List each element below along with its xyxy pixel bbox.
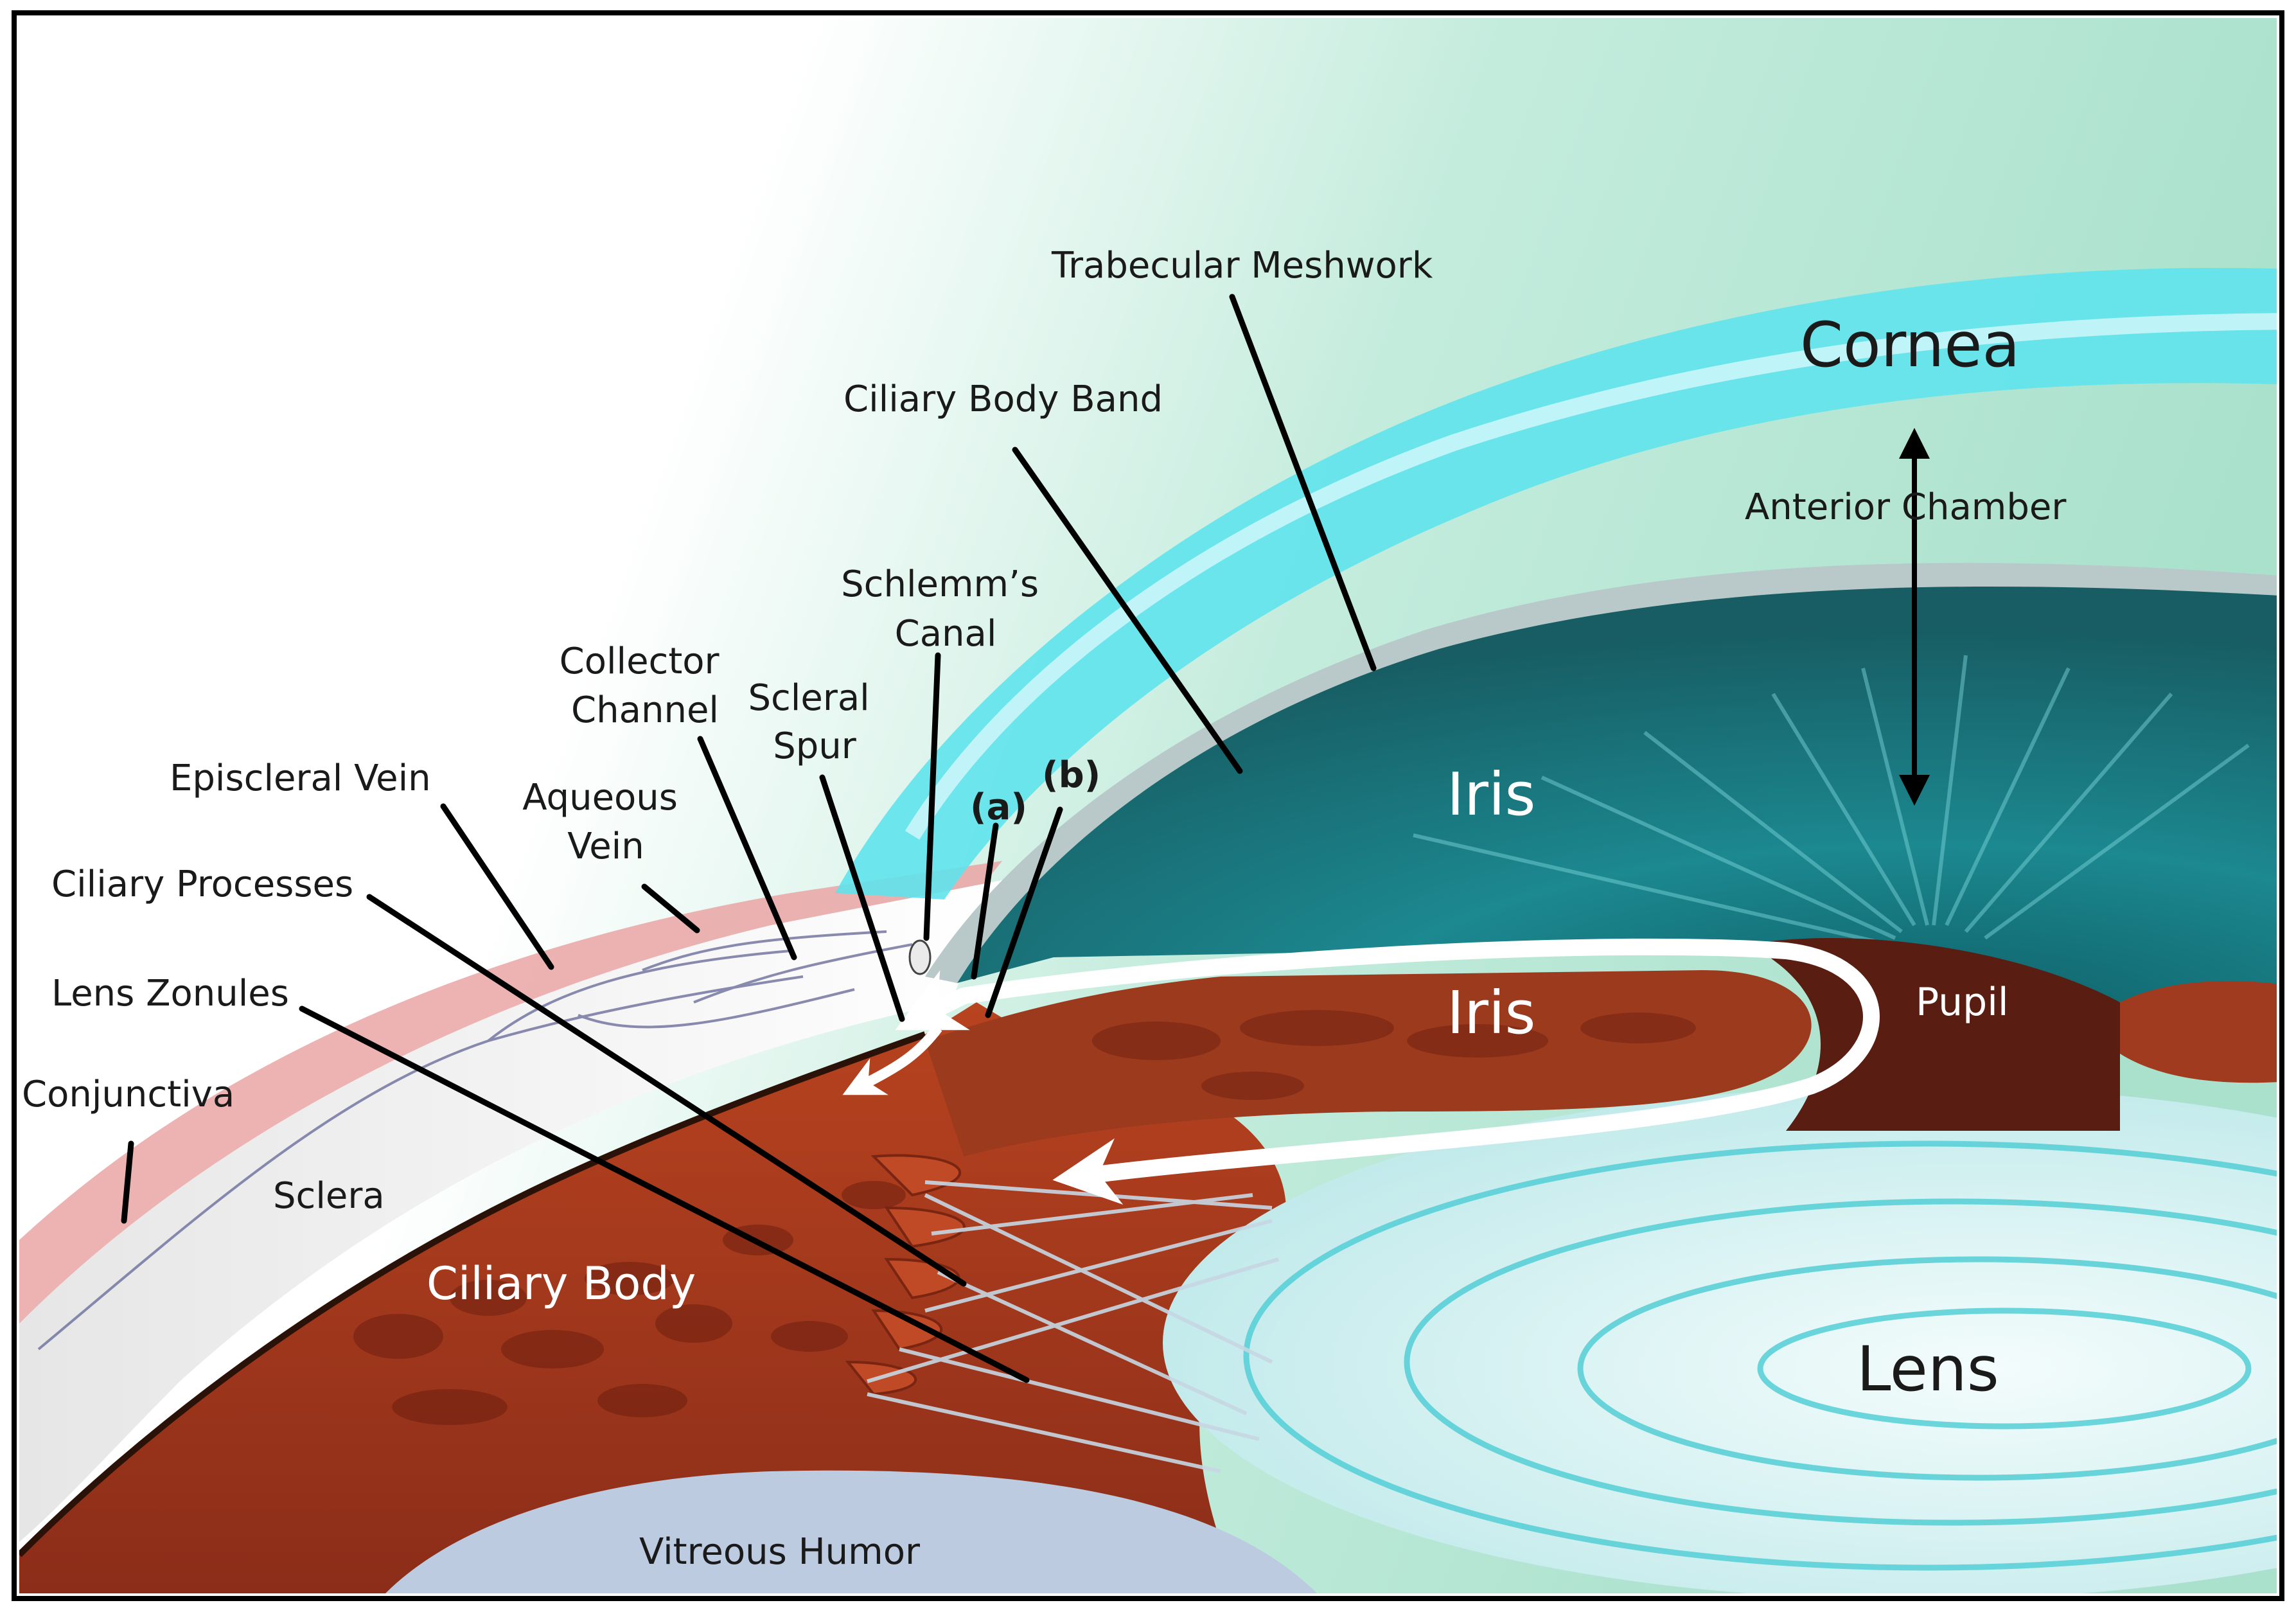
sclera-label: Sclera — [273, 1175, 385, 1217]
iris-lower-label: Iris — [1447, 979, 1535, 1047]
iris-posterior-texture — [1092, 1010, 1696, 1100]
vitreous-body — [385, 1470, 1317, 1593]
aqueous-vein-label: Aqueous Vein — [522, 777, 689, 867]
iris-right-segment — [2120, 980, 2277, 1083]
sclera-layer — [19, 880, 1002, 1542]
lens-body — [1163, 1086, 2277, 1593]
conjunctiva-label: Conjunctiva — [22, 1074, 234, 1115]
schlemms-canal-label: Schlemm’s Canal — [841, 563, 1050, 655]
ciliary-body-label: Ciliary Body — [427, 1257, 696, 1310]
pupil-area — [1747, 938, 2120, 1131]
lens-zonules-label: Lens Zonules — [51, 973, 289, 1014]
leader-lines — [121, 294, 1377, 1383]
iris-stroma — [957, 586, 2277, 1002]
schlemms-canal-line2: Canal — [895, 613, 997, 655]
vitreous-humor-label: Vitreous Humor — [639, 1531, 921, 1573]
trabecular-meshwork-label: Trabecular Meshwork — [1051, 245, 1433, 287]
pupil-label: Pupil — [1916, 980, 2009, 1025]
pathway-a-label: (a) — [970, 786, 1027, 828]
uveoscleral-flow-arrow — [842, 1025, 942, 1095]
iris-upper-label: Iris — [1447, 760, 1535, 829]
lens-rings — [1243, 1140, 2277, 1571]
ciliary-processes-label: Ciliary Processes — [51, 864, 353, 905]
scleral-spur-line2: Spur — [773, 725, 857, 767]
zonule-fibers — [867, 1180, 1279, 1473]
schlemms-canal-line1: Schlemm’s — [841, 563, 1039, 605]
iris-striations — [1413, 655, 2250, 946]
aqueous-vein-line2: Vein — [567, 826, 644, 867]
aqueous-flow-path — [895, 938, 1880, 1205]
anterior-chamber-label: Anterior Chamber — [1745, 486, 2067, 528]
episcleral-vein-label: Episcleral Vein — [170, 757, 431, 799]
lens-label: Lens — [1857, 1333, 1999, 1405]
aqueous-vein-line1: Aqueous — [522, 777, 678, 819]
schlemms-canal-shape — [908, 939, 932, 975]
iris-posterior — [925, 970, 1812, 1156]
episcleral-vessels — [37, 930, 913, 1351]
pathway-b-label: (b) — [1042, 754, 1100, 796]
collector-channel-label: Collector Channel — [560, 641, 731, 731]
cornea-label: Cornea — [1800, 309, 2020, 381]
scleral-spur-label: Scleral Spur — [748, 677, 881, 767]
cornea-highlight — [905, 313, 2277, 840]
scleral-spur-line1: Scleral — [748, 677, 869, 719]
collector-channel-line2: Channel — [571, 689, 719, 731]
ciliary-body-band-label: Ciliary Body Band — [843, 378, 1163, 420]
collector-channel-line1: Collector — [560, 641, 720, 682]
choroid-boundary — [19, 1031, 926, 1557]
